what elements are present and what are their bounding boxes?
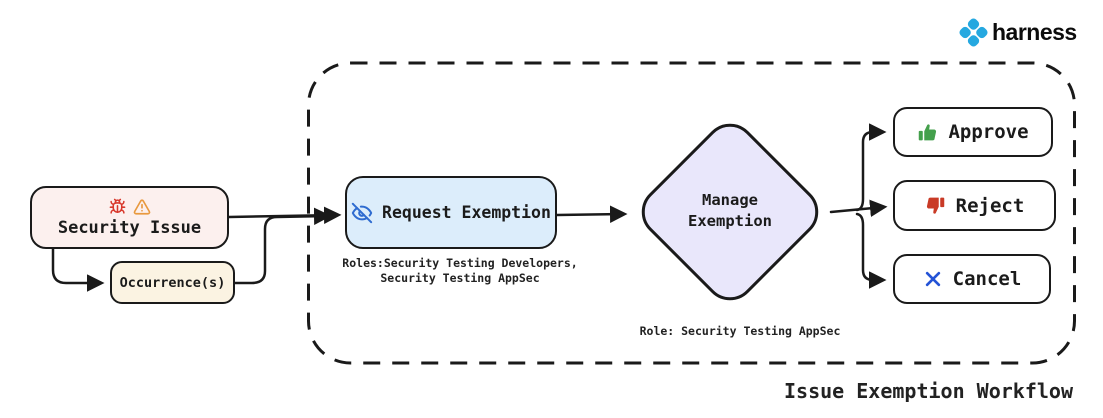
node-request-exemption: Request Exemption: [345, 176, 557, 249]
node-security-issue: Security Issue: [30, 186, 229, 249]
thumbs-down-icon: [926, 197, 944, 214]
edge-request-to-manage: [555, 205, 628, 223]
node-occurrences: Occurrence(s): [110, 261, 235, 304]
manage-exemption-line2: Exemption: [688, 212, 772, 230]
bug-icon: [109, 198, 125, 214]
edge-occurrence-to-request: [233, 207, 332, 285]
request-roles-line1: Roles:Security Testing Developers,: [342, 256, 578, 270]
security-issue-icons: [109, 197, 151, 216]
manage-exemption-label: Manage Exemption: [650, 190, 810, 232]
cancel-label: Cancel: [952, 268, 1022, 290]
edge-manage-to-approve: [855, 123, 887, 212]
node-cancel: Cancel: [893, 254, 1051, 304]
eye-off-icon: [351, 202, 373, 223]
node-approve: Approve: [893, 107, 1053, 157]
manage-exemption-line1: Manage: [702, 191, 758, 209]
request-roles-note: Roles:Security Testing Developers, Secur…: [330, 256, 590, 285]
workflow-title: Issue Exemption Workflow: [784, 379, 1073, 403]
thumbs-up-icon: [919, 123, 937, 140]
manage-role-note: Role: Security Testing AppSec: [639, 324, 841, 338]
request-roles-line2: Security Testing AppSec: [380, 270, 540, 285]
reject-label: Reject: [955, 194, 1025, 217]
workflow-boundary-dashed: [307, 61, 1076, 365]
occurrences-label: Occurrence(s): [119, 274, 226, 291]
edge-security-to-request: [227, 206, 342, 225]
security-issue-label: Security Issue: [57, 218, 202, 238]
harness-clover-icon: [959, 18, 988, 47]
harness-wordmark: harness: [992, 19, 1077, 45]
harness-logo: harness: [958, 17, 1077, 48]
request-exemption-label: Request Exemption: [382, 203, 551, 222]
warning-triangle-icon: [133, 198, 150, 215]
node-reject: Reject: [893, 180, 1056, 231]
edge-security-to-occurrence: [51, 247, 105, 292]
edge-manage-to-cancel: [855, 212, 887, 289]
approve-label: Approve: [948, 121, 1029, 143]
x-icon: [925, 271, 940, 287]
